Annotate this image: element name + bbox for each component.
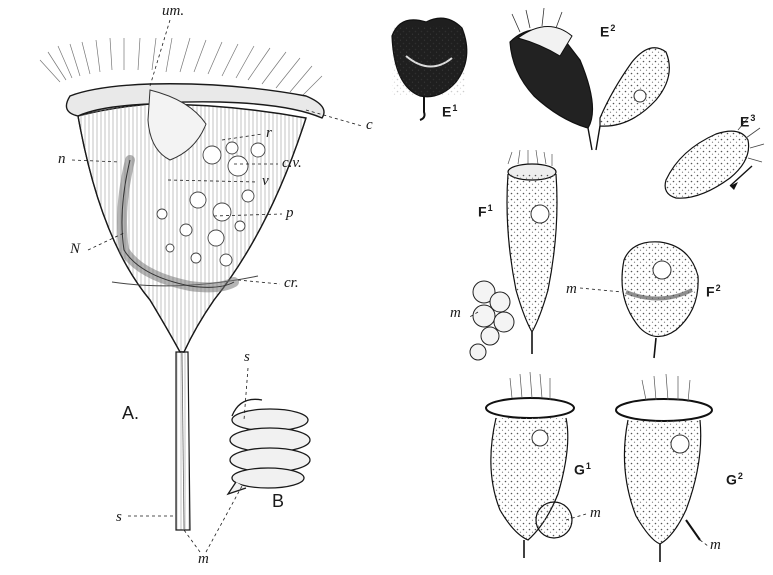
figure-b-coiled-stalk xyxy=(228,399,310,494)
figure-g2 xyxy=(616,374,712,562)
label-m-g2: m xyxy=(710,538,721,553)
label-figure-g1: G1 xyxy=(574,462,591,477)
label-figure-e1: E1 xyxy=(442,104,457,119)
label-m-f1: m xyxy=(450,306,461,321)
label-um: um. xyxy=(162,4,184,19)
label-N: N xyxy=(70,242,80,257)
label-v: v xyxy=(262,174,269,189)
figure-g1 xyxy=(486,372,574,558)
label-figure-f1: F1 xyxy=(478,204,493,219)
label-figure-g2: G2 xyxy=(726,472,743,487)
label-m-g1: m xyxy=(590,506,601,521)
figure-e2 xyxy=(510,8,669,150)
label-figure-f2: F2 xyxy=(706,284,721,299)
label-s-left: s xyxy=(116,510,122,525)
label-figure-a: A. xyxy=(122,404,139,422)
label-r: r xyxy=(266,126,272,141)
figure-e3 xyxy=(665,118,764,198)
label-c: c xyxy=(366,118,373,133)
label-cv: c.v. xyxy=(282,156,302,171)
figure-f2 xyxy=(622,242,698,358)
label-s-top: s xyxy=(244,350,250,365)
label-m-bottom: m xyxy=(198,552,209,567)
label-figure-e2: E2 xyxy=(600,24,615,39)
label-figure-b: B xyxy=(272,492,284,510)
label-cr: cr. xyxy=(284,276,299,291)
label-figure-e3: E3 xyxy=(740,114,755,129)
figure-f1 xyxy=(470,150,557,360)
label-m-f2: m xyxy=(566,282,577,297)
label-n: n xyxy=(58,152,66,167)
label-p: p xyxy=(286,206,294,221)
